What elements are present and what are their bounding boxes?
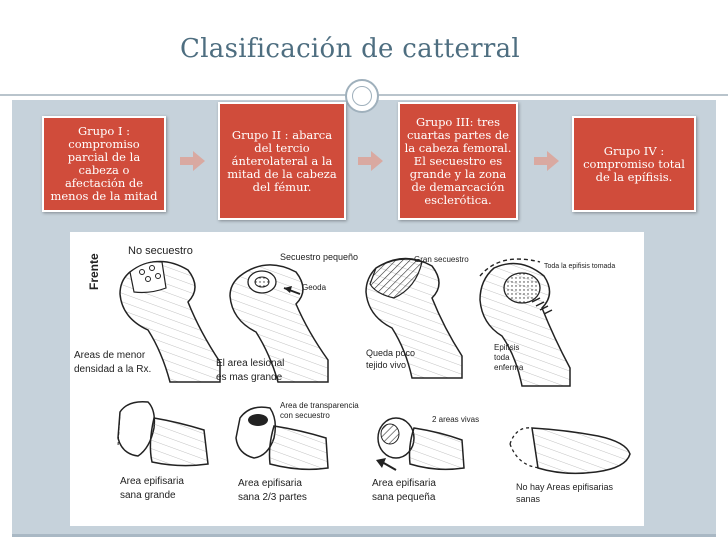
group-1-text: Grupo I : compromiso parcial de la cabez… xyxy=(50,124,158,203)
label-frente: Frente xyxy=(87,253,101,290)
label-no-hay-areas-1: No hay Areas epifisarias xyxy=(516,482,614,492)
label-dos-areas-vivas: 2 areas vivas xyxy=(432,415,479,424)
ring-ornament-icon xyxy=(345,79,379,113)
label-toda-epifisis: Toda la epifisis tomada xyxy=(544,263,615,270)
arrow-right-icon xyxy=(358,151,383,171)
femoral-head-illustration: Frente No secuestro Areas de menor densi… xyxy=(70,232,644,526)
group-1-box: Grupo I : compromiso parcial de la cabez… xyxy=(42,116,166,212)
label-area-epifisaria-grande-2: sana grande xyxy=(120,490,176,501)
label-area-epifisaria-23-1: Area epifisaria xyxy=(238,478,302,489)
panel-3-frontal: Gran secuestro Queda poco tejido vivo xyxy=(365,255,469,379)
panel-2-frontal: Secuestro pequeño Geoda El area lesional… xyxy=(216,252,358,383)
panel-1-lateral: Area epifisaria sana grande xyxy=(117,400,209,501)
label-secuestro-pequeno: Secuestro pequeño xyxy=(280,252,358,262)
label-gran-secuestro: Gran secuestro xyxy=(414,255,469,264)
title-band xyxy=(0,0,728,90)
panel-2-lateral: Area de transparencia con secuestro Area… xyxy=(235,401,359,503)
panel-3-lateral: 2 areas vivas Area epifisaria sana peque… xyxy=(372,415,479,503)
slide-title: Clasificación de catterral xyxy=(180,34,521,64)
femoral-head-drawings: Frente No secuestro Areas de menor densi… xyxy=(74,245,631,504)
group-4-text: Grupo IV : compromiso total de la epífis… xyxy=(583,143,685,184)
label-queda-poco-2: tejido vivo xyxy=(366,360,406,370)
label-epifisis-toda-1: Epifisis xyxy=(494,343,519,352)
panel-4-frontal: Toda la epifisis tomada Epifisis toda en… xyxy=(479,258,615,387)
label-area-lesional-1: El area lesional xyxy=(216,358,284,369)
group-3-text: Grupo III: tres cuartas partes de la cab… xyxy=(404,114,512,207)
group-3-box: Grupo III: tres cuartas partes de la cab… xyxy=(398,102,518,220)
group-4-box: Grupo IV : compromiso total de la epífis… xyxy=(572,116,696,212)
panel-1-frontal: Frente No secuestro Areas de menor densi… xyxy=(74,245,221,383)
arrow-right-icon xyxy=(180,151,205,171)
arrow-right-icon xyxy=(534,151,559,171)
label-area-lesional-2: es mas grande xyxy=(216,372,283,383)
label-area-epifisaria-23-2: sana 2/3 partes xyxy=(238,492,307,503)
label-geoda: Geoda xyxy=(302,283,327,292)
label-no-secuestro: No secuestro xyxy=(128,245,193,257)
panel-bottom-edge xyxy=(12,534,716,537)
label-areas-menor-1: Areas de menor xyxy=(74,350,146,361)
label-queda-poco-1: Queda poco xyxy=(366,348,415,358)
label-area-epifisaria-pequena-2: sana pequeña xyxy=(372,492,436,503)
label-area-epifisaria-grande-1: Area epifisaria xyxy=(120,476,184,487)
label-no-hay-areas-2: sanas xyxy=(516,494,541,504)
group-2-box: Grupo II : abarca del tercio ánterolater… xyxy=(218,102,346,220)
label-area-transparencia-2: con secuestro xyxy=(280,411,330,420)
label-epifisis-toda-2: toda xyxy=(494,353,510,362)
label-epifisis-toda-3: enferma xyxy=(494,363,524,372)
label-area-epifisaria-pequena-1: Area epifisaria xyxy=(372,478,436,489)
group-2-text: Grupo II : abarca del tercio ánterolater… xyxy=(227,127,337,194)
panel-4-lateral: No hay Areas epifisarias sanas xyxy=(509,427,631,504)
label-areas-menor-2: densidad a la Rx. xyxy=(74,364,151,375)
label-area-transparencia-1: Area de transparencia xyxy=(280,401,359,410)
